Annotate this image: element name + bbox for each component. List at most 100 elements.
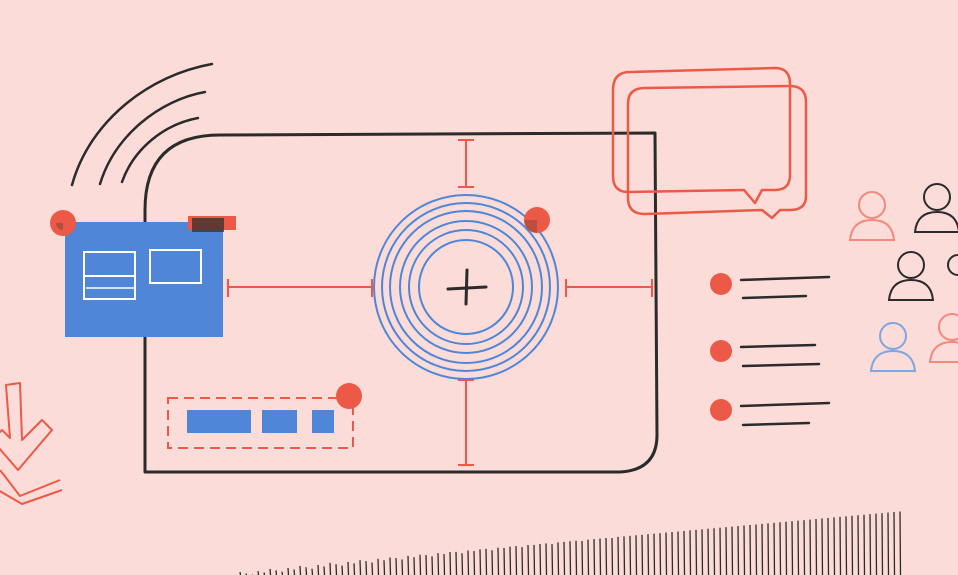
- hatch-stroke: [713, 528, 716, 575]
- hatch-stroke: [401, 559, 404, 575]
- wifi-signal-icon: [70, 62, 214, 187]
- hatch-stroke: [881, 513, 884, 575]
- hatch-stroke: [545, 543, 548, 575]
- hatch-stroke: [359, 560, 362, 575]
- hatch-stroke: [569, 541, 572, 575]
- hatch-stroke: [647, 534, 650, 575]
- user-icon: [928, 313, 958, 363]
- hatch-stroke: [431, 556, 434, 575]
- hatch-stroke: [611, 537, 614, 575]
- hatch-stroke: [539, 543, 542, 575]
- target-crosshair-icon: [373, 194, 559, 380]
- hatch-stroke: [749, 524, 752, 575]
- plus-icon: [446, 268, 488, 306]
- user-icon: [913, 183, 958, 233]
- hatch-stroke: [407, 555, 410, 575]
- hatch-stroke: [365, 561, 368, 575]
- user-icon: [869, 322, 917, 372]
- hatch-stroke: [281, 571, 284, 575]
- hatch-stroke: [563, 541, 566, 575]
- hatch-stroke: [443, 554, 446, 575]
- hatch-stroke: [857, 515, 860, 575]
- hatch-stroke: [551, 544, 554, 575]
- hatch-stroke: [755, 524, 758, 575]
- hatch-stroke: [317, 564, 320, 575]
- hatch-stroke: [257, 571, 260, 575]
- hatch-stroke: [827, 517, 830, 575]
- bulleted-list-icon: [710, 273, 831, 427]
- hatch-stroke: [419, 554, 422, 575]
- hatch-stroke: [629, 535, 632, 575]
- user-icon: [887, 251, 935, 301]
- hatch-stroke: [605, 537, 608, 575]
- hatch-stroke: [821, 518, 824, 575]
- measure-guides: [227, 139, 653, 466]
- hatch-stroke: [737, 526, 740, 575]
- hatch-stroke: [695, 529, 698, 575]
- hatch-stroke: [335, 564, 338, 575]
- hatch-stroke: [503, 547, 506, 575]
- hatch-stroke: [851, 515, 854, 575]
- hatch-stroke: [815, 519, 818, 575]
- hatch-stroke: [785, 521, 788, 575]
- progress-bar-icon: [167, 383, 362, 449]
- hatch-stroke: [665, 532, 668, 575]
- hatch-stroke: [473, 551, 476, 575]
- hatch-stroke: [455, 551, 458, 575]
- hatch-stroke: [623, 536, 626, 575]
- hatch-stroke: [761, 523, 764, 575]
- hatch-stroke: [707, 528, 710, 575]
- hatch-stroke: [299, 565, 302, 575]
- hatch-stroke: [893, 511, 896, 575]
- hatch-stroke: [527, 545, 530, 575]
- hatch-stroke: [371, 562, 374, 575]
- hatch-stroke: [515, 546, 518, 575]
- hatch-stroke: [269, 568, 272, 575]
- hatch-stroke: [641, 534, 644, 575]
- dashboard-frame: [143, 131, 659, 474]
- hatch-stroke: [521, 547, 524, 575]
- hatch-stroke: [779, 522, 782, 575]
- hatch-stroke: [305, 567, 308, 575]
- browser-window-icon: [50, 210, 236, 337]
- hatch-stroke: [797, 520, 800, 575]
- hatch-stroke: [731, 526, 734, 575]
- hatch-stroke: [767, 523, 770, 575]
- hatch-stroke: [437, 553, 440, 575]
- hatch-stroke: [275, 570, 278, 575]
- hatch-stroke: [671, 532, 674, 575]
- hatch-stroke: [875, 513, 878, 575]
- target-marker-dot: [524, 207, 550, 233]
- hatch-stroke: [533, 544, 536, 575]
- hatch-stroke: [461, 553, 464, 575]
- hatch-stroke: [701, 529, 704, 575]
- hatch-stroke: [743, 525, 746, 575]
- hatch-stroke: [887, 512, 890, 575]
- hatch-stroke: [497, 547, 500, 575]
- hatch-stroke: [581, 541, 584, 575]
- hatch-stroke: [293, 569, 296, 575]
- hatch-stroke: [899, 511, 902, 575]
- chat-bubbles-icon: [611, 66, 808, 220]
- hatch-stroke: [617, 536, 620, 575]
- user-icon: [848, 191, 896, 241]
- hatch-stroke: [863, 514, 866, 575]
- hatch-texture: [239, 511, 902, 575]
- hatch-stroke: [353, 563, 356, 575]
- hatch-stroke: [449, 552, 452, 575]
- hatch-stroke: [509, 546, 512, 575]
- hatch-stroke: [587, 539, 590, 575]
- hatch-stroke: [377, 558, 380, 575]
- hatch-stroke: [869, 514, 872, 575]
- hatch-stroke: [809, 519, 812, 575]
- hatch-stroke: [323, 566, 326, 575]
- hatch-stroke: [773, 522, 776, 575]
- hatch-stroke: [479, 549, 482, 575]
- hatch-stroke: [791, 521, 794, 575]
- hatch-stroke: [329, 562, 332, 575]
- hatch-stroke: [557, 542, 560, 575]
- hatch-stroke: [395, 558, 398, 575]
- hatch-stroke: [719, 527, 722, 575]
- hatch-stroke: [803, 520, 806, 575]
